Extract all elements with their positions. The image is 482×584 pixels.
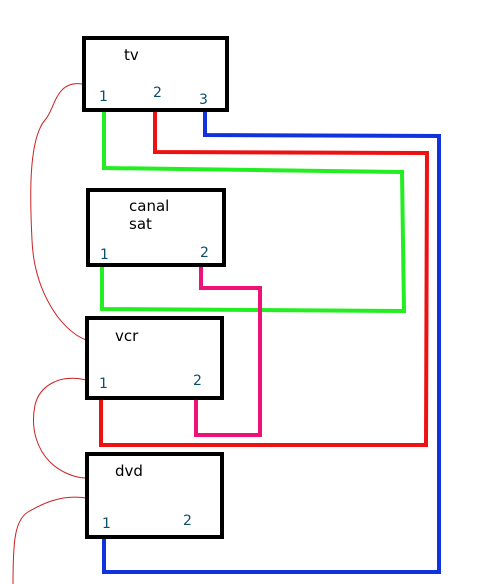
thin-curve-vcr-to-dvd bbox=[32, 377, 87, 479]
tv-port-1: 1 bbox=[99, 89, 108, 105]
dvd-label: dvd bbox=[115, 462, 143, 480]
canal-sat-box: canal sat 1 2 bbox=[86, 188, 226, 267]
vcr-port-2: 2 bbox=[193, 373, 202, 389]
vcr-port-1: 1 bbox=[99, 376, 108, 392]
magenta-wire bbox=[194, 266, 262, 437]
thin-curve-tv-to-vcr bbox=[30, 83, 87, 341]
canal-sat-port-2: 2 bbox=[200, 245, 209, 261]
tv-label: tv bbox=[124, 46, 139, 64]
dvd-port-1: 1 bbox=[102, 516, 111, 532]
tv-port-3: 3 bbox=[199, 92, 208, 108]
blue-wire bbox=[102, 110, 441, 574]
vcr-label: vcr bbox=[115, 327, 139, 345]
dvd-box: dvd 1 2 bbox=[85, 452, 224, 539]
dvd-port-2: 2 bbox=[183, 513, 192, 529]
red-wire bbox=[99, 110, 430, 447]
canal-sat-port-1: 1 bbox=[100, 247, 109, 263]
tv-port-2: 2 bbox=[153, 85, 162, 101]
thin-curve-dvd-out bbox=[12, 496, 87, 584]
tv-box: tv 1 2 3 bbox=[82, 36, 229, 112]
green-wire bbox=[100, 112, 407, 314]
vcr-box: vcr 1 2 bbox=[85, 316, 224, 400]
canal-sat-label: canal sat bbox=[129, 197, 170, 233]
